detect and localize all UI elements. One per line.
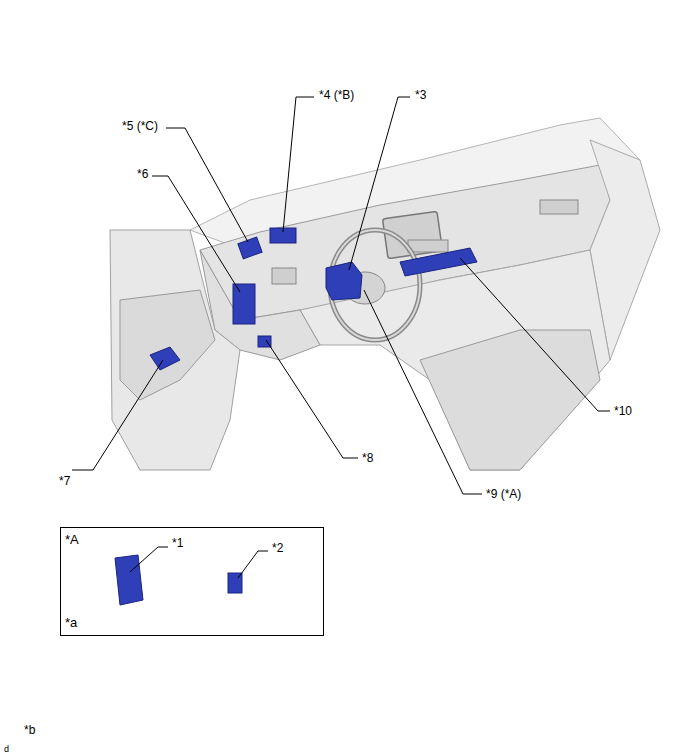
callout-number: *8 bbox=[362, 451, 373, 465]
callout-number: *b bbox=[24, 723, 35, 737]
callout-number: *7 bbox=[59, 474, 70, 488]
callout-number: *5 (*C) bbox=[122, 119, 158, 133]
inset-box: *A *a bbox=[60, 527, 324, 636]
callout-number: *6 bbox=[137, 167, 148, 181]
callout-number: *9 (*A) bbox=[486, 487, 521, 501]
inset-heading: *A bbox=[65, 532, 79, 547]
callout-number: d bbox=[4, 742, 9, 755]
callout-number: *4 (*B) bbox=[319, 88, 354, 102]
callout-number: *10 bbox=[614, 404, 632, 418]
inset-note: *a bbox=[65, 615, 77, 630]
callout-number: *3 bbox=[415, 88, 426, 102]
callout-number: *1 bbox=[172, 536, 183, 550]
callout-number: *2 bbox=[272, 541, 283, 555]
